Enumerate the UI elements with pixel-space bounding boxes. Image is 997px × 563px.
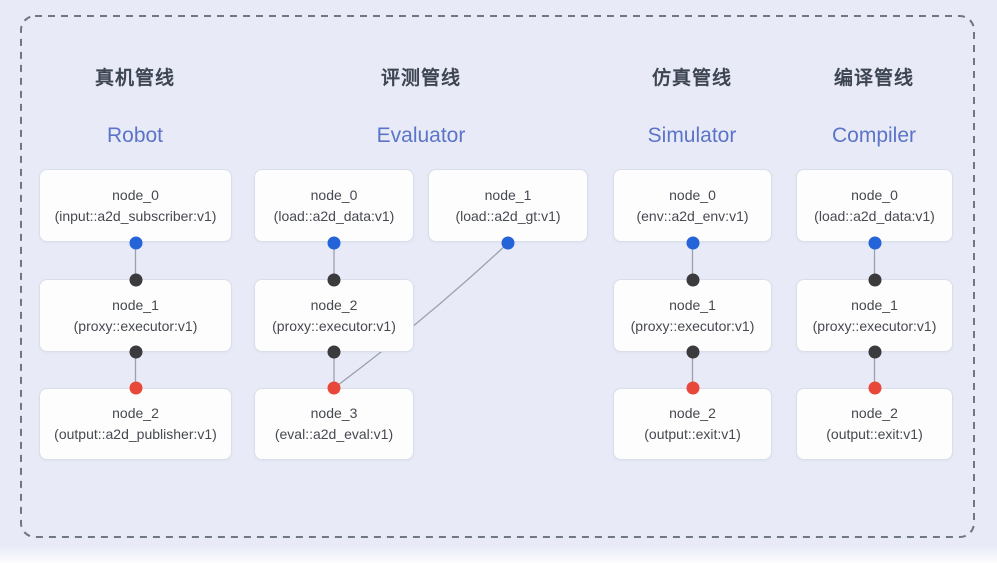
node-name: node_2	[851, 405, 898, 421]
sink-port-dot-red	[129, 381, 142, 395]
output-port-dot-blue	[129, 236, 142, 249]
node-name: node_1	[112, 296, 159, 313]
sink-port-dot-red	[868, 381, 881, 395]
input-port-dot-dark	[129, 273, 142, 286]
output-port-dot-dark	[129, 345, 142, 359]
node-box-simulator-2: node_2 (output::exit:v1)	[613, 388, 772, 460]
node-type: (input::a2d_subscriber:v1)	[54, 207, 217, 224]
node-name: node_2	[112, 405, 159, 421]
sink-port-dot-red	[686, 381, 699, 395]
node-type: (output::exit:v1)	[644, 426, 741, 442]
node-name: node_3	[310, 405, 358, 421]
node-box-compiler-1: node_1 (proxy::executor:v1)	[796, 279, 953, 352]
node-type: (proxy::executor:v1)	[630, 317, 755, 334]
node-box-evaluator-1: node_1 (load::a2d_gt:v1)	[428, 169, 588, 242]
node-type: (load::a2d_data:v1)	[273, 207, 395, 224]
sink-port-dot-red	[327, 381, 341, 395]
pipeline-title-zh-evaluator: 评测管线	[380, 68, 461, 89]
node-type: (load::a2d_gt:v1)	[455, 207, 561, 224]
node-name: node_2	[310, 296, 358, 313]
node-box-compiler-0: node_0 (load::a2d_data:v1)	[796, 169, 953, 242]
dashed-frame	[20, 15, 975, 538]
output-port-dot-blue	[868, 236, 881, 249]
node-name: node_0	[851, 186, 898, 203]
node-type: (env::a2d_env:v1)	[636, 207, 749, 224]
node-type: (proxy::executor:v1)	[73, 317, 198, 334]
node-box-robot-0: node_0 (input::a2d_subscriber:v1)	[39, 169, 232, 242]
node-name: node_1	[669, 296, 716, 313]
pipeline-title-en-simulator: Simulator	[647, 124, 737, 147]
node-type: (output::a2d_publisher:v1)	[54, 426, 217, 442]
node-box-compiler-2: node_2 (output::exit:v1)	[796, 388, 953, 460]
pipeline-title-en-compiler: Compiler	[831, 124, 917, 147]
node-box-robot-2: node_2 (output::a2d_publisher:v1)	[39, 388, 232, 460]
node-box-evaluator-3: node_3 (eval::a2d_eval:v1)	[254, 388, 414, 460]
node-type: (eval::a2d_eval:v1)	[274, 426, 394, 442]
node-box-simulator-0: node_0 (env::a2d_env:v1)	[613, 169, 772, 242]
pipeline-title-zh-compiler: 编译管线	[833, 68, 914, 89]
output-port-dot-blue	[686, 236, 699, 249]
node-type: (proxy::executor:v1)	[812, 317, 937, 334]
input-port-dot-dark	[327, 273, 341, 286]
node-box-simulator-1: node_1 (proxy::executor:v1)	[613, 279, 772, 352]
output-port-dot-dark	[686, 345, 699, 359]
node-box-evaluator-0: node_0 (load::a2d_data:v1)	[254, 169, 414, 242]
pipeline-title-zh-robot: 真机管线	[94, 68, 175, 89]
edge-eval-n1-n3-curve	[333, 242, 509, 389]
node-name: node_0	[112, 186, 159, 203]
node-name: node_1	[484, 186, 532, 203]
pipeline-title-en-evaluator: Evaluator	[376, 124, 466, 147]
node-box-evaluator-2: node_2 (proxy::executor:v1)	[254, 279, 414, 352]
output-port-dot-dark	[868, 345, 881, 359]
node-name: node_1	[851, 296, 898, 313]
pipeline-title-en-robot: Robot	[106, 124, 164, 147]
pipeline-title-zh-simulator: 仿真管线	[651, 68, 732, 89]
input-port-dot-dark	[686, 273, 699, 286]
node-box-robot-1: node_1 (proxy::executor:v1)	[39, 279, 232, 352]
output-port-dot-blue	[501, 236, 515, 249]
node-type: (proxy::executor:v1)	[272, 317, 396, 334]
node-name: node_0	[310, 186, 358, 203]
node-name: node_0	[669, 186, 716, 203]
node-name: node_2	[669, 405, 716, 421]
node-type: (output::exit:v1)	[826, 426, 923, 442]
input-port-dot-dark	[868, 273, 881, 286]
node-type: (load::a2d_data:v1)	[814, 207, 935, 224]
output-port-dot-dark	[327, 345, 341, 359]
output-port-dot-blue	[327, 236, 341, 249]
